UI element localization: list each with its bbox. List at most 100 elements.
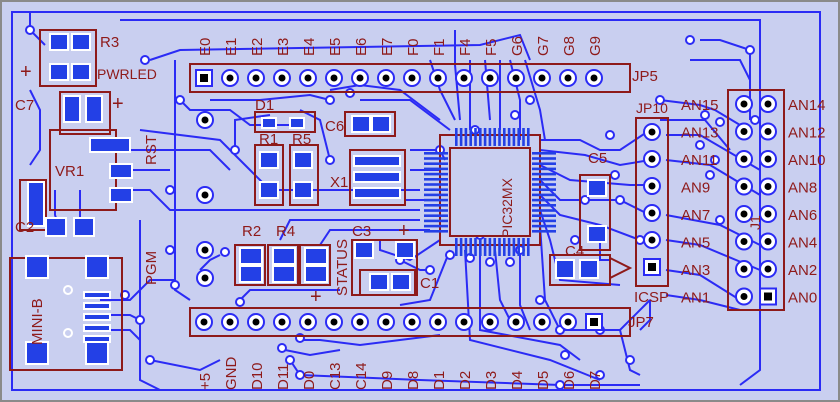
top-header-label: F4 — [457, 38, 474, 56]
analog-label-right: AN12 — [788, 125, 826, 142]
bottom-header-label: D4 — [509, 371, 526, 390]
header-pad-hole — [486, 74, 494, 82]
label-pwrled: PWRLED — [97, 66, 157, 82]
header-pad-hole — [648, 155, 656, 163]
mcu-pin — [493, 128, 496, 146]
mcu-pin — [455, 238, 458, 256]
header-pad-hole — [764, 238, 772, 245]
smd-pads — [25, 33, 607, 365]
mcu-pin — [424, 152, 448, 155]
label-r2: R2 — [242, 223, 261, 240]
mcu-pin — [532, 209, 556, 212]
bottom-header-label: D9 — [379, 371, 396, 390]
header-pad-hole — [226, 74, 234, 82]
header-pad-hole — [648, 182, 656, 190]
header-pad-hole — [304, 318, 312, 326]
bottom-header-label: C14 — [353, 362, 370, 390]
header-pad-hole — [512, 318, 520, 326]
mcu-pin — [424, 167, 448, 171]
label-c2: C2 — [15, 219, 34, 236]
mcu-body — [449, 147, 531, 237]
mcu-pin — [532, 188, 556, 191]
header-pad-hole — [538, 74, 546, 82]
label-r5: R5 — [292, 131, 311, 148]
bottom-header-label: D1 — [431, 371, 448, 390]
header-pad-hole — [740, 265, 748, 273]
mcu-pin — [532, 193, 556, 197]
analog-label-left: AN13 — [681, 125, 719, 142]
mcu-pin — [459, 238, 463, 256]
label-mini-b: MINI-B — [29, 298, 46, 345]
header-pad-hole — [330, 74, 338, 82]
mcu-pin — [532, 204, 556, 207]
header-pad-hole — [764, 265, 772, 273]
mcu-pin — [522, 128, 525, 146]
label-jp5: JP5 — [632, 68, 658, 85]
analog-label-right: AN8 — [788, 180, 817, 197]
mcu-pin — [474, 128, 477, 146]
header-pad-hole — [764, 128, 772, 135]
mcu-pin — [532, 167, 556, 171]
mcu-pin — [532, 230, 556, 233]
analog-label-right: AN10 — [788, 152, 826, 169]
mcu-pin — [474, 238, 477, 256]
mcu-pin — [424, 157, 448, 160]
bottom-header-label: D10 — [249, 362, 266, 390]
top-header-label: F1 — [431, 38, 448, 56]
mcu-pin — [532, 183, 556, 186]
label-plus-2: + — [112, 93, 124, 115]
header-pad-hole — [226, 318, 234, 326]
mcu-pin — [459, 128, 463, 146]
mcu-pin — [424, 224, 448, 228]
header-pad-hole — [590, 74, 598, 82]
mcu-pin — [424, 178, 448, 181]
header-pad-hole — [382, 318, 390, 326]
mcu-pin — [507, 238, 511, 256]
mcu-pin — [424, 230, 448, 233]
header-pad-hole — [486, 318, 494, 326]
mcu-pin — [507, 128, 511, 146]
bottom-header-label: D2 — [457, 371, 474, 390]
mcu-pin — [512, 128, 516, 146]
header-pad-hole — [278, 74, 286, 82]
mcu-pin — [424, 193, 448, 197]
analog-label-left: AN11 — [681, 152, 717, 169]
mcu-pin — [532, 198, 556, 202]
analog-label-left: AN5 — [681, 235, 710, 252]
header-pad-hole — [434, 74, 442, 82]
top-header-label: F5 — [483, 38, 500, 56]
label-plus-3: + — [398, 220, 410, 242]
label-plus-1: + — [20, 61, 32, 83]
mcu-pin — [424, 209, 448, 212]
mcu-pin — [455, 128, 458, 146]
bottom-header-label: C13 — [327, 362, 344, 390]
header-pad-hole — [740, 155, 748, 163]
mcu-pins — [424, 128, 556, 256]
header-pad-hole — [408, 74, 416, 82]
bottom-header-label: D11 — [275, 364, 292, 390]
label-jp7: JP7 — [628, 314, 654, 331]
component-labels: R3 PWRLED + C7 + D1 VR1 C2 MINI-B RST PG… — [15, 34, 763, 345]
label-mcu: PIC32MX — [499, 177, 515, 238]
bottom-header-label: D7 — [587, 371, 604, 390]
label-r3: R3 — [100, 34, 119, 51]
header-pad-hole — [648, 236, 656, 244]
header-pad-hole — [764, 100, 772, 108]
header-pad-hole — [200, 318, 208, 326]
top-header-label: G8 — [561, 36, 578, 56]
analog-labels: AN15AN13AN11AN9AN7AN5AN3AN1AN14AN12AN10A… — [681, 97, 826, 307]
analog-label-left: AN7 — [681, 207, 710, 224]
header-pad-hole — [764, 183, 772, 190]
header-pad-hole — [434, 318, 442, 326]
top-header-label: E6 — [353, 38, 370, 56]
mcu-pin — [483, 238, 487, 256]
mcu-pin — [498, 128, 501, 146]
bottom-header-label: D8 — [405, 371, 422, 390]
header-pad-hole — [648, 263, 656, 271]
mcu-pin — [522, 238, 525, 256]
header-pad-hole — [564, 318, 572, 326]
header-pad-hole — [740, 183, 748, 190]
bottom-header-label: GND — [223, 357, 240, 391]
